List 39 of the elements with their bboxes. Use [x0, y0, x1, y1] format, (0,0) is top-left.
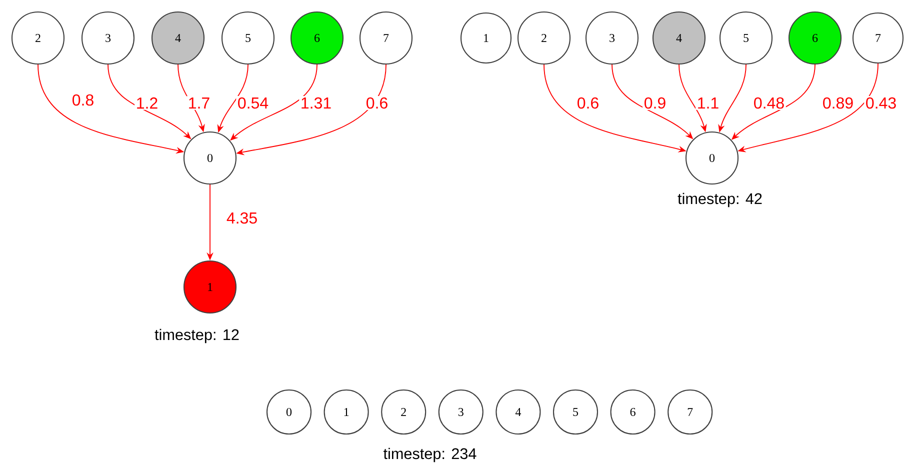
edge-label: 0.48 [752, 96, 786, 110]
graph-node: 2 [11, 11, 65, 65]
graph-node: 5 [552, 389, 598, 435]
graph-node: 5 [719, 11, 773, 65]
edge-label: 1.31 [299, 96, 333, 110]
graph-node: 4 [652, 11, 706, 65]
edge-label: 0.43 [864, 96, 898, 110]
graph-node: 6 [290, 11, 344, 65]
graph-node: 3 [438, 389, 484, 435]
edge-label: 1.2 [134, 96, 160, 110]
timestep-label: timestep: 234 [384, 448, 476, 462]
graph-node: 3 [585, 11, 639, 65]
graph-node: 3 [81, 11, 135, 65]
graph-node: 0 [266, 389, 312, 435]
edge-label: 0.8 [70, 93, 96, 107]
graph-node: 7 [668, 389, 713, 435]
graph-node: 7 [852, 12, 904, 64]
edge-label: 1.7 [186, 96, 212, 110]
graph-node: 5 [221, 11, 275, 65]
edge-label: 0.54 [236, 96, 270, 110]
graph-node: 4 [496, 389, 541, 435]
graph-node: 2 [381, 389, 426, 435]
edge-label: 0.6 [364, 96, 390, 110]
graph-node: 1 [324, 389, 369, 435]
graph-node: 0 [685, 131, 739, 185]
timestep-label: timestep: 12 [154, 328, 239, 344]
edge-label: 0.89 [821, 96, 855, 110]
graph-node: 7 [359, 11, 413, 65]
edge-label: 0.6 [576, 96, 600, 110]
edge-label: 1.1 [696, 96, 720, 110]
graph-node: 6 [610, 389, 656, 435]
graph-node: 4 [151, 11, 205, 65]
graph-node: 1 [460, 12, 512, 64]
graph-node: 6 [788, 11, 842, 65]
edge-label: 4.35 [225, 211, 259, 225]
edge-label: 0.9 [642, 96, 668, 110]
graph-node: 0 [183, 131, 237, 185]
graph-node: 2 [517, 11, 571, 65]
graph-node: 1 [183, 260, 237, 314]
